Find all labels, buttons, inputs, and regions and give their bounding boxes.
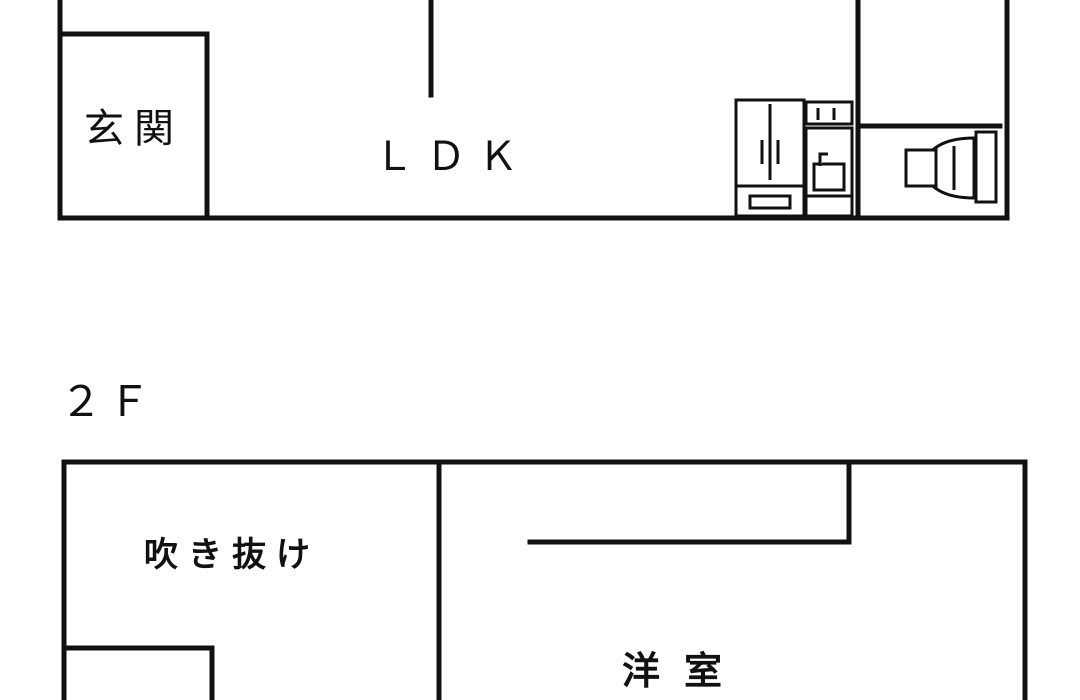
- kitchen-sink-icon: [804, 100, 854, 218]
- floor-1-plan: 玄関 ＬＤＫ: [57, 0, 1010, 221]
- room-label-western-room: 洋室: [622, 649, 746, 693]
- room-label-ldk: ＬＤＫ: [374, 134, 530, 180]
- toilet-icon: [904, 130, 998, 204]
- floor-2-plan: 吹き抜け 洋室: [61, 459, 1028, 700]
- floor-1-walls: [57, 0, 1010, 221]
- room-label-void: 吹き抜け: [144, 535, 320, 575]
- floor-2-walls: [61, 459, 1028, 700]
- room-label-entrance: 玄関: [84, 106, 184, 152]
- refrigerator-icon: [734, 98, 806, 218]
- floor-2-heading: ２Ｆ: [60, 377, 156, 426]
